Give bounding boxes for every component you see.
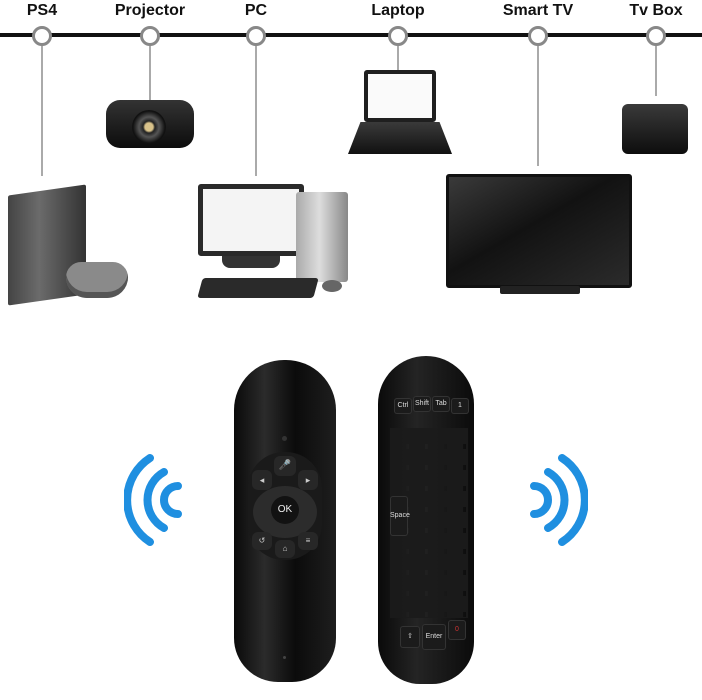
mic-button[interactable]: 🎤 bbox=[274, 456, 296, 476]
pc-keyboard-image bbox=[197, 278, 319, 298]
back-button[interactable]: ↺ bbox=[252, 532, 272, 550]
key-1[interactable]: 1 bbox=[451, 398, 469, 414]
home-button[interactable]: ⌂ bbox=[275, 540, 295, 558]
node-smart-tv bbox=[528, 26, 548, 46]
node-tv-box bbox=[646, 26, 666, 46]
device-label-tv-box: Tv Box bbox=[629, 2, 683, 19]
ok-button[interactable]: OK bbox=[271, 496, 299, 524]
pc-tower-image bbox=[296, 192, 348, 282]
smart-tv-stand bbox=[500, 286, 580, 294]
remote-keyboard-side: Ctrl Shift Tab 1 Space ⇧ Enter 0 bbox=[378, 356, 474, 684]
wireless-signal-left-icon bbox=[124, 454, 182, 546]
stem-ps4 bbox=[41, 46, 43, 176]
laptop-screen-image bbox=[364, 70, 436, 122]
node-projector bbox=[140, 26, 160, 46]
device-label-projector: Projector bbox=[114, 2, 186, 19]
stem-pc bbox=[255, 46, 257, 176]
connection-line bbox=[0, 33, 702, 37]
volume-up-button[interactable]: ▸ bbox=[298, 470, 318, 490]
projector-lens bbox=[132, 110, 166, 144]
ps4-controller-image bbox=[66, 262, 128, 298]
key-shift[interactable]: Shift bbox=[413, 396, 431, 412]
device-label-ps4: PS4 bbox=[26, 2, 58, 19]
stem-projector bbox=[149, 46, 151, 100]
node-laptop bbox=[388, 26, 408, 46]
wireless-signal-right-icon bbox=[530, 454, 588, 546]
key-tab[interactable]: Tab bbox=[432, 396, 450, 412]
key-ctrl[interactable]: Ctrl bbox=[394, 398, 412, 414]
key-shift-arrow[interactable]: ⇧ bbox=[400, 626, 420, 648]
volume-down-button[interactable]: ◂ bbox=[252, 470, 272, 490]
indicator-led bbox=[282, 436, 287, 441]
laptop-base-image bbox=[348, 122, 452, 154]
stem-laptop bbox=[397, 46, 399, 70]
key-enter[interactable]: Enter bbox=[422, 624, 446, 650]
device-label-pc: PC bbox=[244, 2, 268, 19]
smart-tv-image bbox=[446, 174, 632, 288]
device-label-laptop: Laptop bbox=[371, 2, 425, 19]
stem-smart-tv bbox=[537, 46, 539, 166]
device-label-smart-tv: Smart TV bbox=[502, 2, 574, 19]
menu-button[interactable]: ≡ bbox=[298, 532, 318, 550]
node-pc bbox=[246, 26, 266, 46]
pc-monitor-image bbox=[198, 184, 304, 256]
key-0[interactable]: 0 bbox=[448, 620, 466, 640]
remote-front: 🎤 ◂ ▸ OK ↺ ⌂ ≡ bbox=[234, 360, 336, 682]
pc-mouse-image bbox=[322, 280, 342, 292]
node-ps4 bbox=[32, 26, 52, 46]
key-space[interactable]: Space bbox=[390, 496, 410, 536]
stem-tv-box bbox=[655, 46, 657, 96]
tv-box-image bbox=[622, 104, 688, 154]
pc-monitor-stand bbox=[222, 256, 280, 268]
bottom-mic-hole bbox=[283, 656, 286, 659]
